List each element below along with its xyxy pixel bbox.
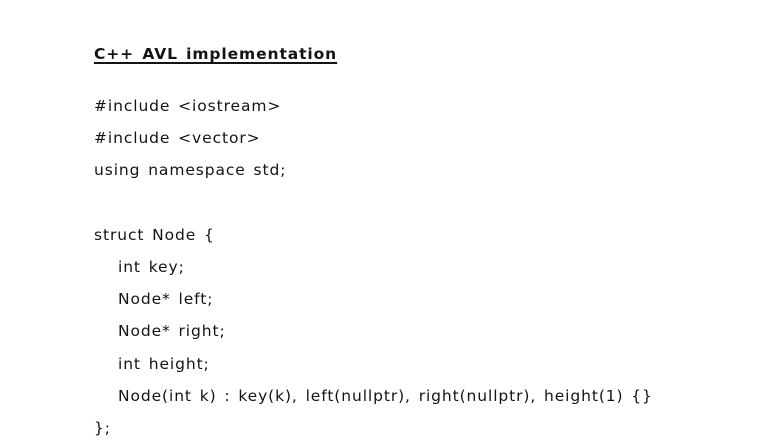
code-line: int key;	[118, 257, 185, 276]
code-line: Node* right;	[118, 322, 226, 341]
code-line	[94, 187, 774, 219]
document-title: C++ AVL implementation	[94, 45, 338, 63]
code-line: };	[94, 418, 111, 437]
code-line: struct Node {	[94, 225, 215, 244]
code-line: using namespace std;	[94, 161, 287, 180]
document-content: C++ AVL implementation #include <iostrea…	[94, 44, 774, 441]
code-line: int height;	[118, 354, 210, 373]
code-line: #include <iostream>	[94, 97, 282, 115]
code-line: Node* left;	[118, 290, 214, 309]
code-line: #include <vector>	[94, 129, 261, 148]
code-line: Node(int k) : key(k), left(nullptr), rig…	[118, 386, 653, 405]
code-block: #include <iostream> #include <vector> usin…	[94, 90, 774, 441]
